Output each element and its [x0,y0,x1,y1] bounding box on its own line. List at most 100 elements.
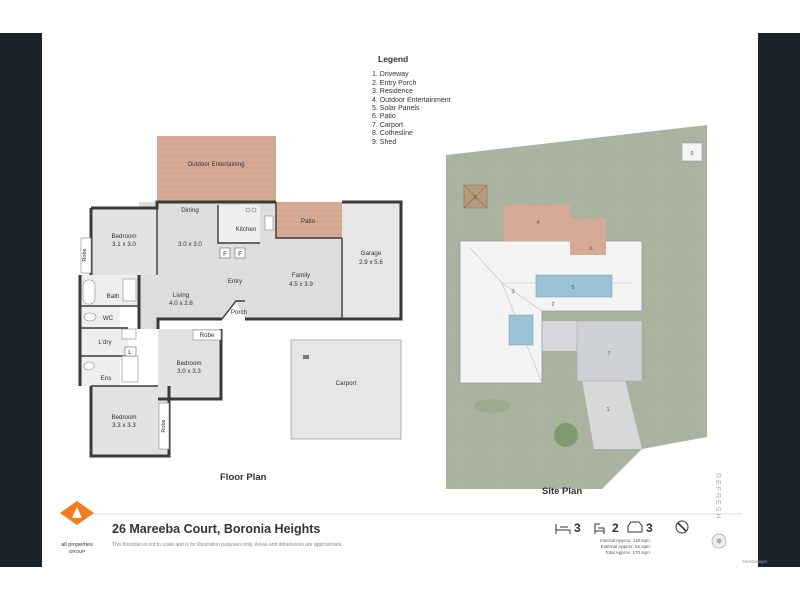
bedroom-3-area [91,386,169,456]
legend-item: 3. Residence [372,88,413,96]
outdoor-ent-site [504,205,570,241]
outdoor-entertaining-area [157,136,276,202]
brand-name: all properties GROUP [51,542,103,555]
family-dims: 4.5 x 3.9 [289,281,313,288]
family-label: Family [292,272,311,279]
garage-label: Garage [361,250,382,257]
laundry-label: L'dry [98,339,112,346]
linen-box [124,346,137,357]
living-dims: 4.0 x 2.8 [169,300,193,307]
total-area: Total Approx. 170 sqm [605,550,650,555]
tiled-floor [139,202,342,329]
marker-8: 8 [473,195,476,201]
marker-7: 7 [607,351,610,357]
bedroom-1-label: Bedroom [111,233,136,240]
stove-burner [245,207,251,213]
external-area: External Approx. 52 sqm [600,544,650,549]
ensuite-label: Ens [101,375,112,382]
floor-plan-caption: Floor Plan [220,472,267,483]
brand-line-1: all properties [61,542,93,548]
fridge-label: F [238,251,242,258]
garage-area [342,202,401,319]
toilet [83,312,97,322]
carport-label: Carport [336,380,357,387]
kitchen-label: Kitchen [236,226,257,233]
robe-3-label: Robe [161,419,167,432]
marker-6: 6 [589,246,592,252]
disclaimer: This floorplan is not to scale and is fo… [112,542,343,548]
wc-label: WC [103,315,114,322]
ensuite-toilet [83,361,95,371]
bedroom-3-label: Bedroom [111,414,136,421]
porch-label: Porch [231,309,248,316]
carport-post [303,355,309,359]
robe-2-label: Robe [200,332,215,339]
legend-item: 9. Shed [372,138,397,146]
internal-area: Internal Approx. 118 sqm [600,538,650,543]
marker-4: 4 [536,220,539,226]
brand-line-2: GROUP [68,548,86,554]
wc-area [80,306,120,328]
bath-label: Bath [107,293,120,300]
tree [554,423,578,447]
shrub [474,399,510,413]
brand-logo [60,501,94,525]
legend: Legend 1. Driveway 2. Entry Porch 3. Res… [372,55,451,147]
beds-count: 3 [574,521,581,535]
property-address: 26 Mareeba Court, Boronia Heights [112,522,321,536]
legend-item: 1. Driveway [372,71,409,79]
shed [681,142,703,162]
ensuite-area [80,356,120,386]
dining-label: Dining [181,207,199,214]
floorplan-sheet: Legend 1. Driveway 2. Entry Porch 3. Res… [42,33,768,567]
laundry-area [80,328,128,356]
marker-1: 1 [606,407,609,413]
site-plan-caption: Site Plan [542,486,583,497]
marker-2: 2 [551,302,554,308]
robe-2-box [192,329,222,341]
solar-panels-1 [535,274,613,298]
patio-label: Patio [301,218,316,225]
marker-5: 5 [571,285,574,291]
legend-item: 4. Outdoor Entertainment [372,96,451,104]
bedroom-3-dims: 3.3 x 3.3 [112,422,136,429]
stove-burner [251,207,257,213]
entry-label: Entry [228,278,243,285]
compass-icon [711,533,727,549]
cars-count: 3 [646,521,653,535]
vanity [122,278,137,302]
marker-9: 9 [690,151,693,157]
site-plan: 1 2 3 4 5 6 7 8 9 [446,125,707,489]
bed-icon [555,524,571,534]
right-dark-border [758,33,800,567]
fridge-2-box [234,247,246,259]
left-dark-border [0,33,42,567]
kitchen-area [218,205,260,243]
outdoor-label: Outdoor Entertaining [187,161,245,168]
bath-icon [594,523,605,534]
robe-3-box [158,402,170,450]
solar-panels-2 [508,314,534,346]
carport-area [290,339,402,440]
bedroom-2-dims: 3.0 x 3.3 [177,368,201,375]
robe-1-box [80,237,92,274]
site-markers: 1 2 3 4 5 6 7 8 9 [473,151,693,413]
bedroom-2-label: Bedroom [176,360,201,367]
legend-item: 7. Carport [372,121,404,129]
laundry-tub [121,328,137,340]
marker-3: 3 [511,289,514,295]
robe-1-label: Robe [82,248,88,261]
legend-item: 8. Cothesline [372,130,413,138]
living-label: Living [173,292,190,299]
refresh-watermark: REFRESH [714,473,721,521]
garage-dims: 2.9 x 5.6 [359,259,383,266]
area-summary: Internal Approx. 118 sqm External Approx… [600,538,650,556]
patio-site [570,219,606,255]
car-icon [627,521,643,533]
legend-item: 2. Entry Porch [372,79,417,87]
patio-area [276,202,342,238]
dining-dims: 3.0 x 3.0 [178,241,202,248]
site-manager-text: SiteManager [742,559,768,564]
clothesline [463,184,488,209]
legend-title: Legend [378,54,409,64]
